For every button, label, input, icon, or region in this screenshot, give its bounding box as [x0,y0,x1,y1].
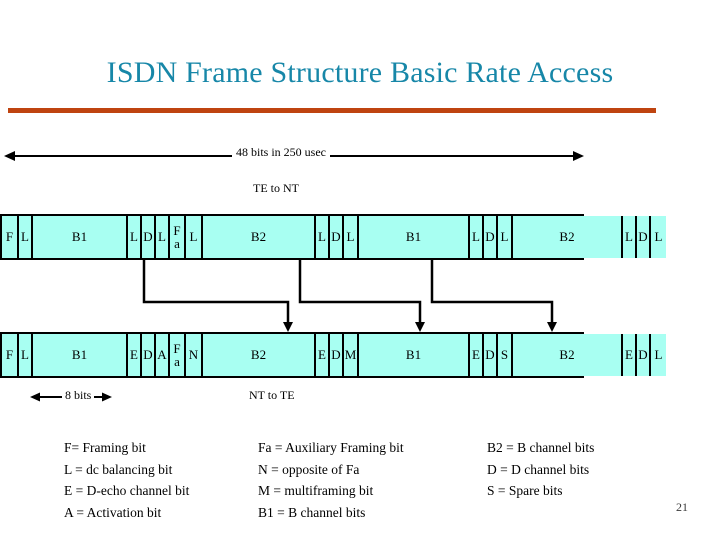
bit-field-l: L [344,216,359,258]
bit-field-l: L [316,216,330,258]
title-underline-rule [8,108,656,113]
caption-nt-to-te: NT to TE [249,388,295,402]
legend-line: N = opposite of Fa [258,461,360,477]
bit-field-l: L [623,216,637,258]
legend-line: L = dc balancing bit [64,461,173,477]
bit-field-l: L [470,216,484,258]
frame-span-label: 48 bits in 250 usec [232,145,330,159]
bit-field-fa-part-0: F [173,223,181,238]
bit-field-s: S [498,334,513,376]
bit-field-l: L [156,216,170,258]
d-to-e-connector-3 [430,258,557,332]
bit-field-e: E [470,334,484,376]
legend-column-2: Fa = Auxiliary Framing bit N = opposite o… [258,437,404,523]
bit-field-l: L [19,334,33,376]
legend-line: B2 = B channel bits [487,440,595,455]
legend-line: A = Activation bit [64,504,162,520]
bit-field-b2: B2 [203,216,316,258]
bit-field-e: E [623,334,637,376]
bit-field-d: D [484,334,498,376]
bit-field-d: D [142,216,156,258]
bit-field-d: D [330,216,344,258]
legend-line: M = multiframing bit [258,483,374,498]
bit-field-e: E [316,334,330,376]
d-to-e-connector-layer [142,258,557,332]
bit-field-b2: B2 [513,216,623,258]
bit-field-b1: B1 [359,334,470,376]
legend-line: S = Spare bits [487,483,563,498]
bit-field-b1: B1 [359,216,470,258]
bit-field-b1: B1 [33,334,128,376]
legend-column-1: F= Framing bit L = dc balancing bit E = D-… [64,437,189,523]
bit-field-fa-part-1: a [174,236,180,251]
eight-bits-label: 8 bits [62,388,95,402]
bit-field-d: D [637,216,651,258]
bit-field-l: L [651,334,666,376]
bit-field-d: D [142,334,156,376]
bit-field-d: D [637,334,651,376]
legend-column-3: B2 = B channel bits D = D channel bits S =… [487,437,594,502]
caption-te-to-nt: TE to NT [253,181,299,195]
bit-field-l: L [19,216,33,258]
bit-field-fa-part-0: F [173,341,181,356]
legend-line: D = D channel bits [487,461,590,477]
bit-field-b2: B2 [203,334,316,376]
page-number: 21 [676,500,688,514]
d-to-e-connector-2-arrowhead [415,322,425,332]
bit-field-f: F [2,216,19,258]
bit-field-f: F [2,334,19,376]
bit-field-l: L [128,216,142,258]
d-to-e-connector-1 [142,258,293,332]
bit-field-b2: B2 [513,334,623,376]
bit-field-fa-part-1: a [174,354,180,369]
d-to-e-connector-3-arrowhead [547,322,557,332]
bit-field-m: M [344,334,359,376]
legend-line: E = D-echo channel bit [64,483,190,498]
page-title: ISDN Frame Structure Basic Rate Access [106,56,614,89]
bit-field-l: L [186,216,203,258]
bit-field-d: D [484,216,498,258]
bit-field-a: A [156,334,170,376]
d-to-e-connector-2 [298,258,425,332]
bit-field-l: L [651,216,666,258]
legend-line: F= Framing bit [64,440,146,455]
bit-field-n: N [186,334,203,376]
bit-field-l: L [498,216,513,258]
bit-field-d: D [330,334,344,376]
bit-field-e: E [128,334,142,376]
d-to-e-connector-1-arrowhead [283,322,293,332]
legend-line: B1 = B channel bits [258,504,366,520]
bit-field-b1: B1 [33,216,128,258]
legend-line: Fa = Auxiliary Framing bit [258,440,404,455]
